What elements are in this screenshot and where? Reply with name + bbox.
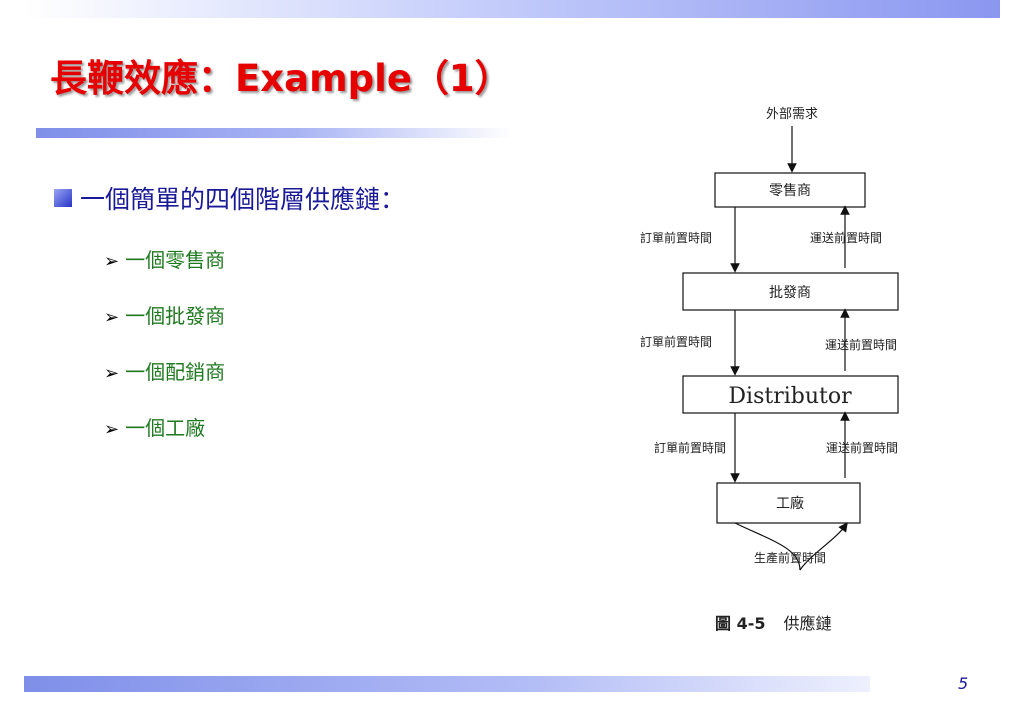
sub-item-text: 一個配銷商: [125, 360, 226, 384]
sub-item-text: 一個工廠: [125, 416, 206, 440]
sub-item-wholesaler: ➢一個批發商: [104, 300, 225, 329]
production-loop-left: [734, 522, 801, 571]
retailer-label: 零售商: [769, 183, 811, 199]
top-gradient-bar: [24, 0, 1000, 18]
sub-item-text: 一個批發商: [125, 304, 226, 328]
order-label-3: 訂單前置時間: [654, 440, 726, 455]
order-label-2: 訂單前置時間: [640, 334, 712, 349]
sub-item-factory: ➢一個工廠: [104, 412, 205, 441]
arrow-bullet-icon: ➢: [104, 419, 120, 440]
factory-box: [716, 482, 861, 524]
wholesaler-box: [682, 272, 899, 311]
wholesaler-label: 批發商: [769, 285, 811, 301]
figure-caption: 圖 4-5 供應鏈: [715, 610, 832, 634]
distributor-label: Distributor: [728, 384, 852, 409]
caption-number: 圖 4-5: [715, 614, 766, 633]
production-label: 生產前置時間: [754, 550, 826, 565]
retailer-box: [714, 172, 866, 208]
arrow-bullet-icon: ➢: [104, 363, 120, 384]
order-label-1: 訂單前置時間: [640, 230, 712, 245]
ship-label-3: 運送前置時間: [826, 440, 898, 455]
bottom-gradient-bar: [24, 676, 870, 692]
square-bullet-icon: [54, 189, 72, 207]
supply-chain-diagram: 外部需求 零售商 訂單前置時間 運送前置時間 批發商 訂單前置時間 運送前置時間…: [640, 107, 899, 571]
arrow-bullet-icon: ➢: [104, 307, 120, 328]
title-underline: [36, 128, 512, 138]
arrow-bullet-icon: ➢: [104, 251, 120, 272]
distributor-box: [682, 375, 899, 414]
page-number: 5: [958, 674, 969, 693]
main-bullet: 一個簡單的四個階層供應鏈：: [54, 180, 405, 216]
sub-item-distributor: ➢一個配銷商: [104, 356, 225, 385]
sub-item-retailer: ➢一個零售商: [104, 244, 225, 273]
factory-label: 工廠: [776, 495, 804, 512]
slide-title: 長鞭效應：Example（1）: [50, 57, 512, 100]
demand-label: 外部需求: [766, 107, 818, 122]
ship-label-1: 運送前置時間: [810, 230, 882, 245]
sub-item-text: 一個零售商: [125, 248, 226, 272]
main-bullet-text: 一個簡單的四個階層供應鏈：: [80, 185, 406, 214]
ship-label-2: 運送前置時間: [825, 337, 897, 352]
production-loop-right: [799, 522, 848, 571]
caption-text: 供應鏈: [783, 614, 832, 633]
